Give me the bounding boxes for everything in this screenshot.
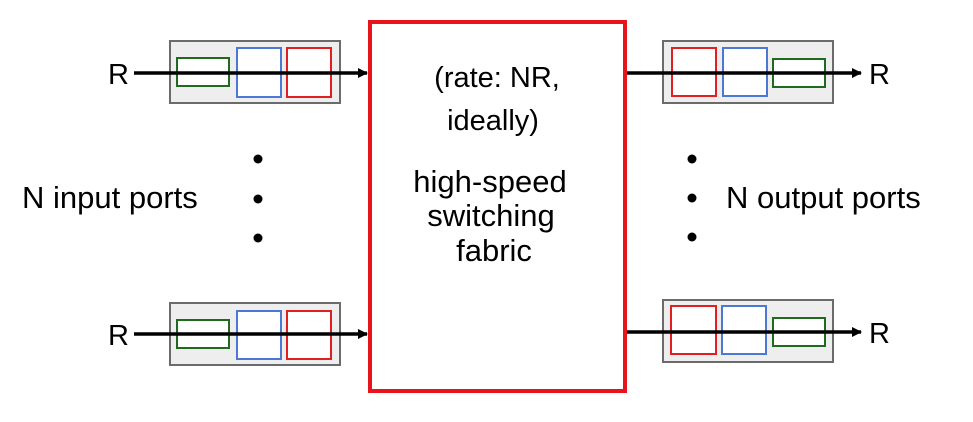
output-port-top [627, 40, 862, 104]
dot [687, 193, 697, 203]
input-ports-label: N input ports [22, 180, 198, 215]
dot [687, 154, 697, 164]
input-bottom-rate-label: R [108, 320, 129, 352]
switching-fabric-box [368, 20, 627, 393]
packet-red [670, 305, 717, 355]
dot [253, 233, 263, 243]
dot [253, 194, 263, 204]
fabric-name-line3: fabric [456, 233, 532, 268]
output-top-rate-label: R [869, 59, 890, 91]
output-bottom-rate-label: R [869, 318, 890, 350]
input-port-top [134, 40, 368, 104]
output-ports-label: N output ports [726, 180, 921, 215]
dot [253, 154, 263, 164]
dot [687, 232, 697, 242]
input-port-bottom [134, 302, 368, 366]
fabric-rate-line2: ideally) [447, 105, 539, 137]
fabric-name-line2: switching [427, 198, 555, 233]
output-ellipsis-dots [687, 154, 697, 242]
input-top-rate-label: R [108, 59, 129, 91]
output-port-bottom [627, 299, 862, 363]
fabric-name-line1: high-speed [413, 164, 566, 199]
packet-blue [721, 305, 767, 355]
input-ellipsis-dots [253, 154, 263, 243]
fabric-rate-line1: (rate: NR, [434, 62, 560, 94]
